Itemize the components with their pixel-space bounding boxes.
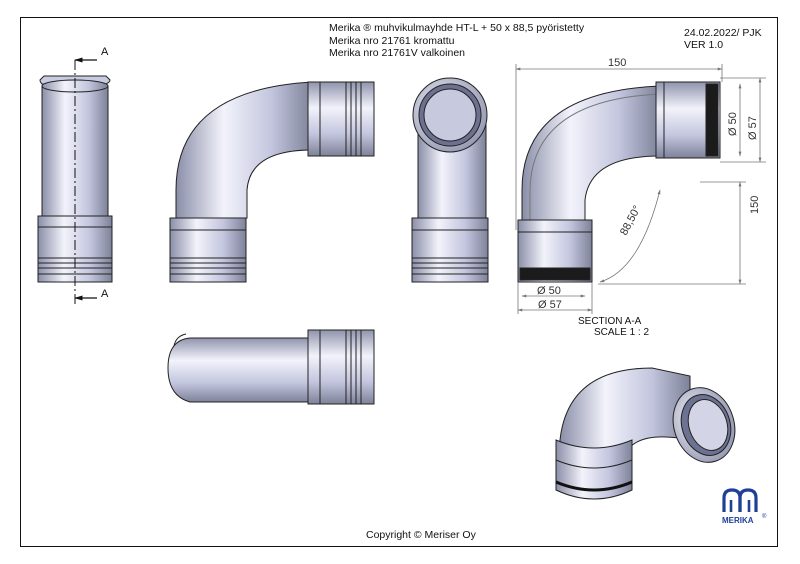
- drawing-frame: [20, 17, 778, 547]
- end-view: [411, 77, 489, 283]
- title-line-3: Merika nro 21761V valkoinen: [329, 47, 465, 59]
- section-line-a: [74, 57, 97, 305]
- dim-right-height: 150: [749, 196, 761, 214]
- drawing-version: VER 1.0: [684, 39, 724, 51]
- section-caption-scale: SCALE 1 : 2: [594, 327, 649, 338]
- logo-text: MERIKA: [722, 516, 754, 525]
- section-caption-title: SECTION A-A: [578, 316, 642, 327]
- dim-top-width: 150: [608, 57, 626, 69]
- title-line-2: Merika nro 21761 kromattu: [329, 35, 455, 47]
- isometric-view: [555, 367, 736, 500]
- dimension-lines: [515, 64, 766, 314]
- dim-outer-diameter-bottom: Ø 57: [538, 299, 562, 311]
- copyright: Copyright © Meriser Oy: [366, 529, 476, 541]
- logo-registered-mark: ®: [762, 513, 767, 520]
- merika-logo: [722, 488, 758, 512]
- side-elbow-view: [169, 81, 375, 283]
- dim-outer-diameter-top: Ø 57: [747, 116, 759, 140]
- dim-inner-diameter-bottom: Ø 50: [537, 285, 561, 297]
- section-view: [517, 81, 721, 283]
- title-line-1: Merika ® muhvikulmayhde HT-L + 50 x 88,5…: [329, 22, 585, 34]
- dim-inner-diameter-top: Ø 50: [727, 112, 739, 136]
- section-label-bottom: A: [101, 288, 109, 300]
- dim-angle: 88,50°: [618, 204, 644, 238]
- top-view: [167, 329, 375, 405]
- drawing-date: 24.02.2022/ PJK: [684, 27, 762, 39]
- section-label-top: A: [101, 46, 109, 58]
- front-view: [37, 75, 113, 283]
